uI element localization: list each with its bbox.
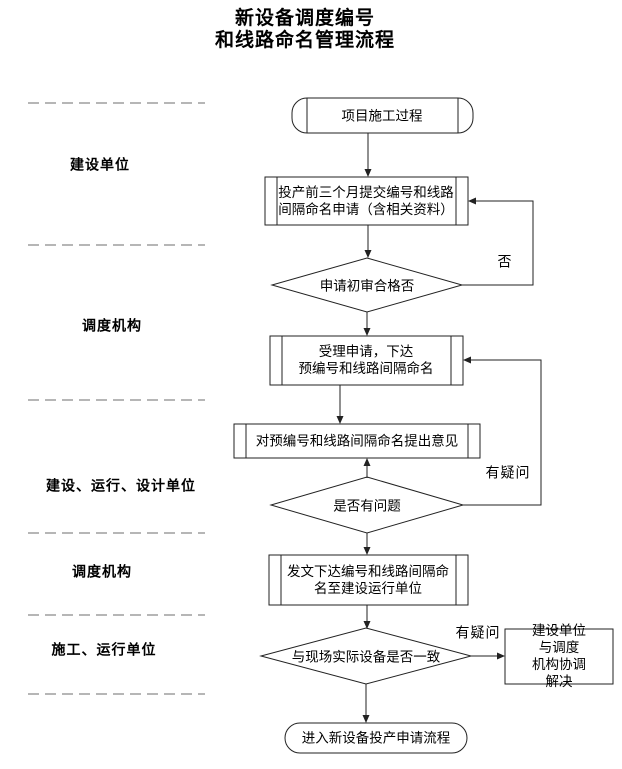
review-diamond-label: 申请初审合格否 [319,278,415,294]
opinion-box-shape [233,423,481,459]
arrow-into-opinion [336,416,344,424]
lane-label-construction-unit: 建设单位 [70,158,130,174]
edge-label-no: 否 [497,255,513,271]
opinion-box-label: 对预编号和线路间隔命名提出意见 [255,433,459,449]
edge-label-doubt-1: 有疑问 [485,466,531,482]
arrow-into-end [362,715,370,723]
arrow-doubt-into-accept [463,356,471,364]
connector-lines [339,133,542,717]
accept-box-label: 受理申请，下达 预编号和线路间隔命名 [298,344,434,376]
end-terminator-shape [284,722,468,754]
issue-box-label: 发文下达编号和线路间隔命 名至建设运行单位 [287,564,449,596]
arrow-into-coordinate [497,652,505,660]
start-terminator-shape [291,97,474,134]
edge-label-doubt-2: 有疑问 [455,626,501,642]
arrow-into-issue [363,547,371,555]
arrow-into-accept [363,328,371,336]
start-terminator-label: 项目施工过程 [341,108,423,124]
connector-problem-doubt-loop [463,359,542,506]
arrow-up-into-opinion [363,458,371,466]
end-terminator-label: 进入新设备投产申请流程 [301,730,451,746]
lane-label-dispatch-org-1: 调度机构 [82,319,142,335]
arrow-into-review [364,250,372,258]
match-diamond-label: 与现场实际设备是否一致 [291,649,441,665]
lane-label-construction-operation-unit: 施工、运行单位 [51,643,157,659]
lane-label-dispatch-org-2: 调度机构 [72,565,132,581]
issue-box-shape [268,554,469,606]
coordinate-box-label: 建设单位与调度 机构协调解决 [532,623,586,689]
connector-review-no-loop [462,200,534,286]
coordinate-box-shape [504,628,614,685]
page-title: 新设备调度编号 和线路命名管理流程 [214,8,396,51]
accept-box-shape [269,335,464,386]
arrowheads [336,169,505,723]
arrow-into-match [363,621,371,629]
submit-box-label: 投产前三个月提交编号和线路 间隔命名申请（含相关资料） [278,185,454,217]
arrow-into-submit [364,169,372,177]
lane-label-construction-operation-design: 建设、运行、设计单位 [46,479,196,495]
problem-diamond-label: 是否有问题 [333,498,401,514]
lane-divider-lines [28,102,205,695]
arrow-no-into-submit [468,197,476,205]
